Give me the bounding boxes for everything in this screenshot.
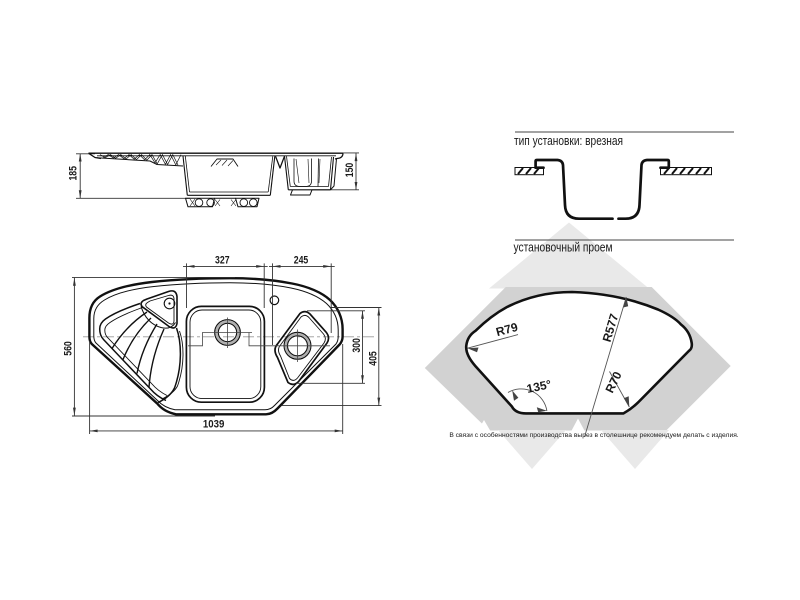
svg-text:1039: 1039: [203, 418, 225, 430]
svg-text:В связи с особенностями произв: В связи с особенностями производства выр…: [449, 431, 738, 439]
svg-text:135°: 135°: [525, 377, 552, 396]
svg-text:327: 327: [215, 254, 230, 266]
svg-text:R79: R79: [494, 320, 519, 339]
svg-text:405: 405: [368, 351, 380, 366]
svg-text:тип установки: врезная: тип установки: врезная: [514, 133, 623, 148]
svg-text:245: 245: [294, 254, 309, 266]
svg-text:560: 560: [63, 341, 75, 356]
svg-text:300: 300: [351, 338, 363, 353]
svg-text:установочный проем: установочный проем: [514, 239, 613, 254]
svg-text:185: 185: [68, 166, 80, 181]
svg-text:150: 150: [344, 163, 356, 178]
